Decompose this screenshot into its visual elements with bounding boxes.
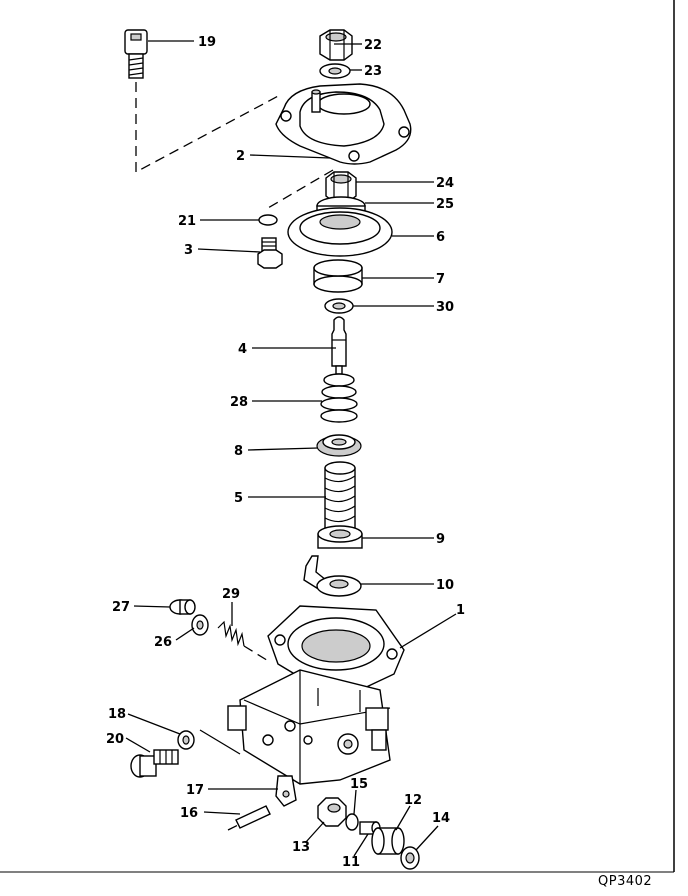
callout-22: 22: [364, 38, 382, 53]
part-5-spring: [324, 461, 356, 529]
part-26-washer: [191, 614, 209, 636]
part-2-cover: [275, 83, 412, 165]
part-19-bolt: [124, 29, 148, 79]
callout-14: 14: [432, 811, 450, 826]
part-22-nut: [319, 29, 353, 61]
part-10-lever: [303, 555, 362, 597]
part-28-shims: [320, 373, 358, 423]
callout-11: 11: [342, 855, 360, 870]
part-24-nut: [325, 171, 357, 203]
part-29-spring: [217, 620, 271, 663]
callout-27: 27: [112, 600, 130, 615]
callout-29: 29: [222, 587, 240, 602]
callout-24: 24: [436, 176, 454, 191]
callout-10: 10: [436, 578, 454, 593]
callout-13: 13: [292, 840, 310, 855]
callout-2: 2: [236, 149, 245, 164]
part-8-spring-seat: [316, 434, 362, 457]
callout-30: 30: [436, 300, 454, 315]
part-13-nut: [317, 797, 347, 827]
callout-23: 23: [364, 64, 382, 79]
callout-28: 28: [230, 395, 248, 410]
callout-18: 18: [108, 707, 126, 722]
leader-lines: [125, 40, 457, 857]
part-23-washer: [319, 63, 351, 79]
callout-1: 1: [456, 603, 465, 618]
part-9-sleeve: [317, 525, 363, 549]
part-1-valve-body: [227, 605, 405, 785]
callout-15: 15: [350, 777, 368, 792]
part-12-roller: [371, 827, 405, 855]
callout-8: 8: [234, 444, 243, 459]
part-3-plug: [257, 237, 283, 269]
callout-12: 12: [404, 793, 422, 808]
part-6-diaphragm: [287, 207, 393, 257]
callout-21: 21: [178, 214, 196, 229]
part-14-washer: [400, 846, 420, 870]
part-30-washer: [324, 298, 354, 314]
part-20-bolt: [130, 749, 179, 778]
callout-25: 25: [436, 197, 454, 212]
callout-9: 9: [436, 532, 445, 547]
alignment-line-oring: [267, 169, 334, 209]
callout-4: 4: [238, 342, 247, 357]
callout-7: 7: [436, 272, 445, 287]
part-16-pin: [227, 805, 271, 831]
callout-5: 5: [234, 491, 243, 506]
callout-19: 19: [198, 35, 216, 50]
part-4-rod: [331, 316, 347, 375]
alignment-line-bolt: [135, 82, 283, 174]
part-15-ring: [345, 813, 359, 831]
callout-3: 3: [184, 243, 193, 258]
part-7-retainer: [313, 259, 363, 293]
part-18-washer: [177, 730, 195, 750]
reference-code: QP3402: [598, 874, 652, 889]
callout-26: 26: [154, 635, 172, 650]
callout-6: 6: [436, 230, 445, 245]
callout-17: 17: [186, 783, 204, 798]
part-27-cap: [169, 599, 196, 615]
part-17-bracket: [275, 775, 297, 807]
callout-20: 20: [106, 732, 124, 747]
part-21-o-ring: [258, 214, 278, 226]
callout-16: 16: [180, 806, 198, 821]
